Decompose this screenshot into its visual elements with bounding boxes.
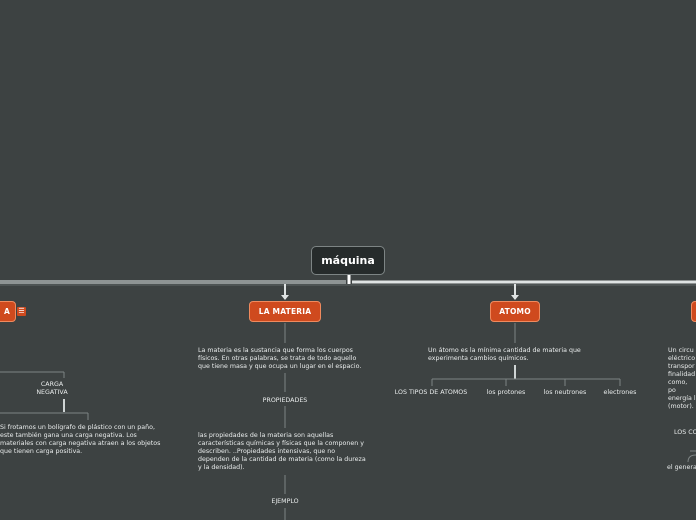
subtopic-el-genera[interactable]: el genera	[667, 464, 696, 471]
main-topic-label: ATOMO	[499, 307, 531, 316]
subtopic-tipos-de-atomos[interactable]: LOS TIPOS DE ATOMOS	[394, 389, 468, 396]
subtopic-carga-negativa[interactable]: CARGA NEGATIVA	[36, 381, 68, 396]
subtopic-electrones[interactable]: electrones	[603, 389, 637, 396]
main-topic-label: LA MATERIA	[258, 307, 312, 316]
text-node-atomo-definition[interactable]: Un átomo es la mínima cantidad de materi…	[428, 347, 581, 362]
subtopic-neutrones[interactable]: los neutrones	[543, 389, 587, 396]
subtopic-ejemplo[interactable]: EJEMPLO	[271, 498, 299, 505]
central-topic-maquina[interactable]: máquina	[311, 246, 385, 275]
main-topic-atomo[interactable]: ATOMO	[490, 301, 540, 322]
main-topic-la-materia[interactable]: LA MATERIA	[249, 301, 321, 322]
central-topic-label: máquina	[321, 254, 375, 267]
subtopic-propiedades[interactable]: PROPIEDADES	[262, 397, 308, 404]
subtopic-los-co[interactable]: LOS CO	[674, 429, 696, 436]
text-node-propiedades[interactable]: las propiedades de la materia son aquell…	[198, 432, 366, 471]
text-node-materia-definition[interactable]: La materia es la sustancia que forma los…	[198, 347, 362, 370]
text-node-boligrafo[interactable]: Si frotamos un bolígrafo de plástico con…	[0, 424, 161, 455]
main-topic-label: A	[3, 307, 10, 316]
subtopic-protones[interactable]: los protones	[486, 389, 526, 396]
notes-icon[interactable]: ☰	[17, 307, 26, 316]
main-topic-right-partial[interactable]	[691, 301, 696, 322]
text-node-circuito[interactable]: Un circu eléctrico transpor finalidad co…	[668, 347, 696, 410]
main-topic-left-partial[interactable]: A	[0, 301, 16, 322]
